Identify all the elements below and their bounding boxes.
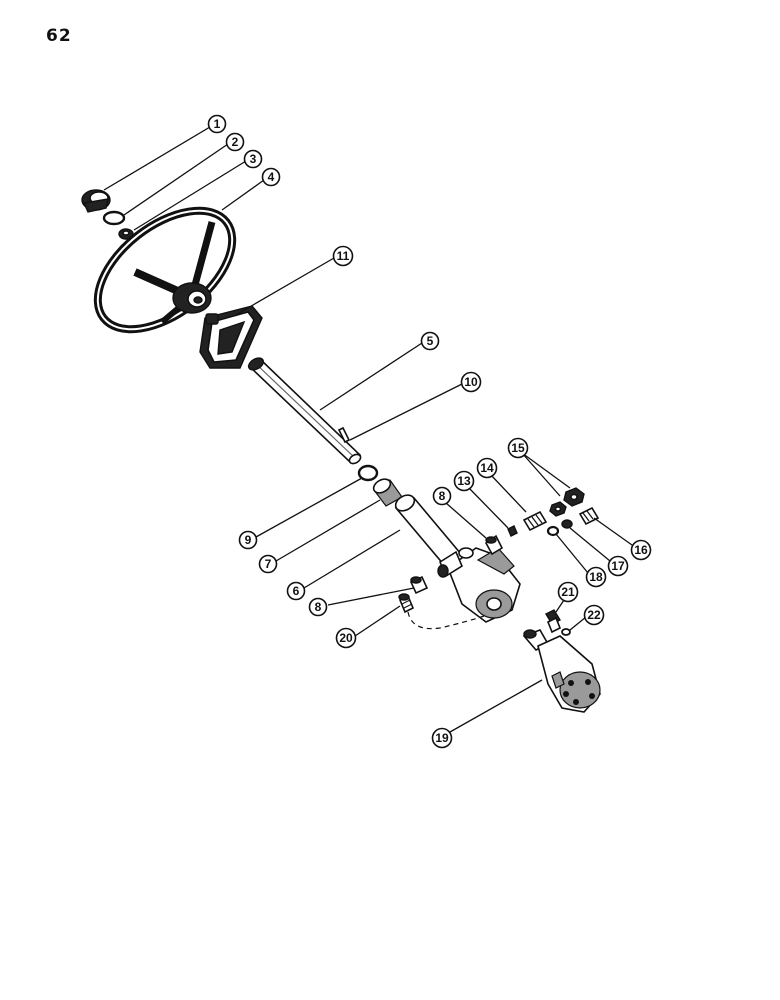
callout-6: 6	[286, 581, 306, 601]
nut-upper-part	[563, 487, 585, 507]
steering-wheel-part	[93, 206, 237, 334]
svg-text:11: 11	[337, 249, 350, 263]
callout-11: 11	[332, 245, 354, 267]
steering-control-unit-part	[522, 629, 601, 713]
o-ring-part	[561, 628, 571, 636]
flat-washer-part	[546, 525, 560, 537]
bolt-part	[578, 506, 600, 526]
callout-10: 10	[460, 371, 482, 393]
svg-text:19: 19	[435, 731, 449, 745]
column-boot-part	[199, 305, 263, 369]
callout-4: 4	[261, 167, 281, 187]
column-housing-part	[394, 494, 521, 623]
snap-ring-part	[102, 210, 126, 226]
callout-1: 1	[207, 114, 227, 134]
small-pin-part	[507, 525, 518, 537]
horn-cap-part	[81, 189, 111, 213]
svg-text:6: 6	[293, 584, 300, 598]
parts-illustration	[81, 189, 601, 713]
wheel-nut-part	[118, 228, 134, 240]
svg-text:14: 14	[480, 461, 494, 475]
svg-text:1: 1	[214, 117, 221, 131]
callout-17: 17	[607, 555, 629, 577]
bushing-lower-part	[409, 575, 429, 595]
callout-16: 16	[630, 539, 652, 561]
svg-text:9: 9	[245, 533, 252, 547]
svg-text:7: 7	[265, 557, 272, 571]
page-number: 62	[46, 26, 72, 46]
hydraulic-fitting-part	[545, 609, 562, 634]
svg-text:8: 8	[315, 600, 322, 614]
bushing-upper-part	[484, 534, 504, 556]
steering-shaft-part	[247, 357, 362, 465]
callout-14: 14	[476, 457, 498, 479]
callout-2: 2	[225, 132, 245, 152]
callout-9: 9	[238, 530, 258, 550]
callout-8-lower: 8	[308, 597, 328, 617]
callout-22: 22	[583, 604, 605, 626]
callout-21: 21	[557, 581, 579, 603]
callout-19: 19	[431, 727, 453, 749]
svg-text:4: 4	[268, 170, 275, 184]
svg-text:17: 17	[611, 559, 625, 573]
callout-3: 3	[243, 149, 263, 169]
cap-screw-part	[398, 593, 415, 614]
callout-18: 18	[585, 566, 607, 588]
callout-20: 20	[335, 627, 357, 649]
svg-text:21: 21	[561, 585, 575, 599]
svg-text:18: 18	[589, 570, 603, 584]
callout-13: 13	[453, 470, 475, 492]
svg-text:13: 13	[457, 474, 471, 488]
callout-5: 5	[420, 331, 440, 351]
svg-text:3: 3	[250, 152, 257, 166]
svg-text:15: 15	[511, 441, 525, 455]
callout-7: 7	[258, 554, 278, 574]
nut-lower-part	[549, 501, 567, 517]
leader-lines	[103, 126, 633, 733]
threaded-stud-part	[522, 510, 548, 532]
svg-text:5: 5	[427, 334, 434, 348]
svg-text:20: 20	[339, 631, 353, 645]
svg-text:2: 2	[232, 135, 239, 149]
svg-text:16: 16	[634, 543, 648, 557]
svg-text:8: 8	[439, 489, 446, 503]
lock-washer-part	[561, 519, 573, 529]
callout-15: 15	[507, 437, 529, 459]
shaft-bushing-ring-part	[357, 464, 379, 482]
alignment-dashed-line	[407, 611, 485, 630]
svg-text:10: 10	[464, 375, 478, 389]
callout-8-upper: 8	[432, 486, 452, 506]
svg-text:22: 22	[587, 608, 601, 622]
roll-pin-part	[337, 426, 351, 444]
